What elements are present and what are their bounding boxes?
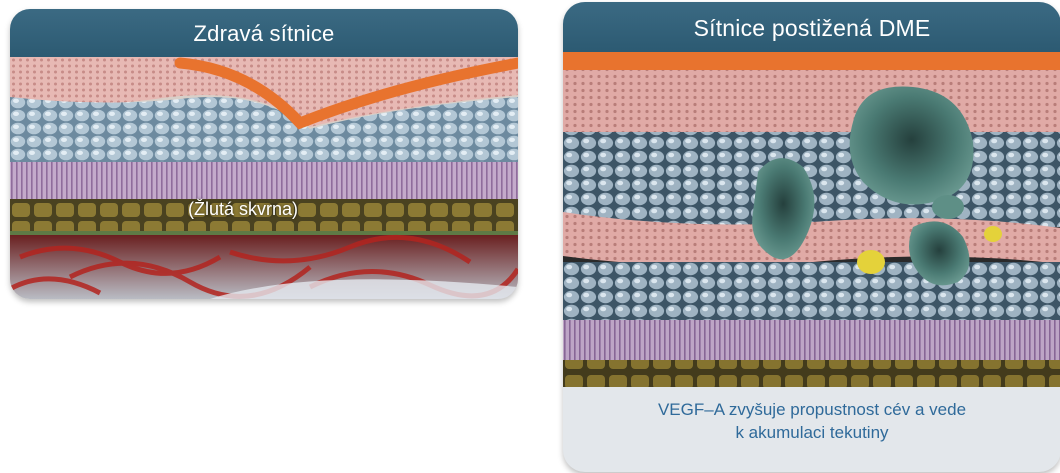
dme-retina-illustration [563, 52, 1060, 387]
healthy-retina-card: Zdravá sítnice [10, 9, 518, 299]
dme-caption-line-2: k akumulaci tekutiny [583, 421, 1041, 444]
macula-label: (Žlutá skvrna) [188, 199, 298, 220]
dme-caption: VEGF–A zvyšuje propustnost cév a vede k … [583, 398, 1041, 444]
dme-retina-card: Sítnice postižená DME [563, 2, 1060, 472]
dme-retina-title: Sítnice postižená DME [563, 2, 1060, 52]
dme-caption-line-1: VEGF–A zvyšuje propustnost cév a vede [583, 398, 1041, 421]
healthy-retina-title: Zdravá sítnice [10, 9, 518, 57]
healthy-retina-illustration [10, 57, 518, 299]
